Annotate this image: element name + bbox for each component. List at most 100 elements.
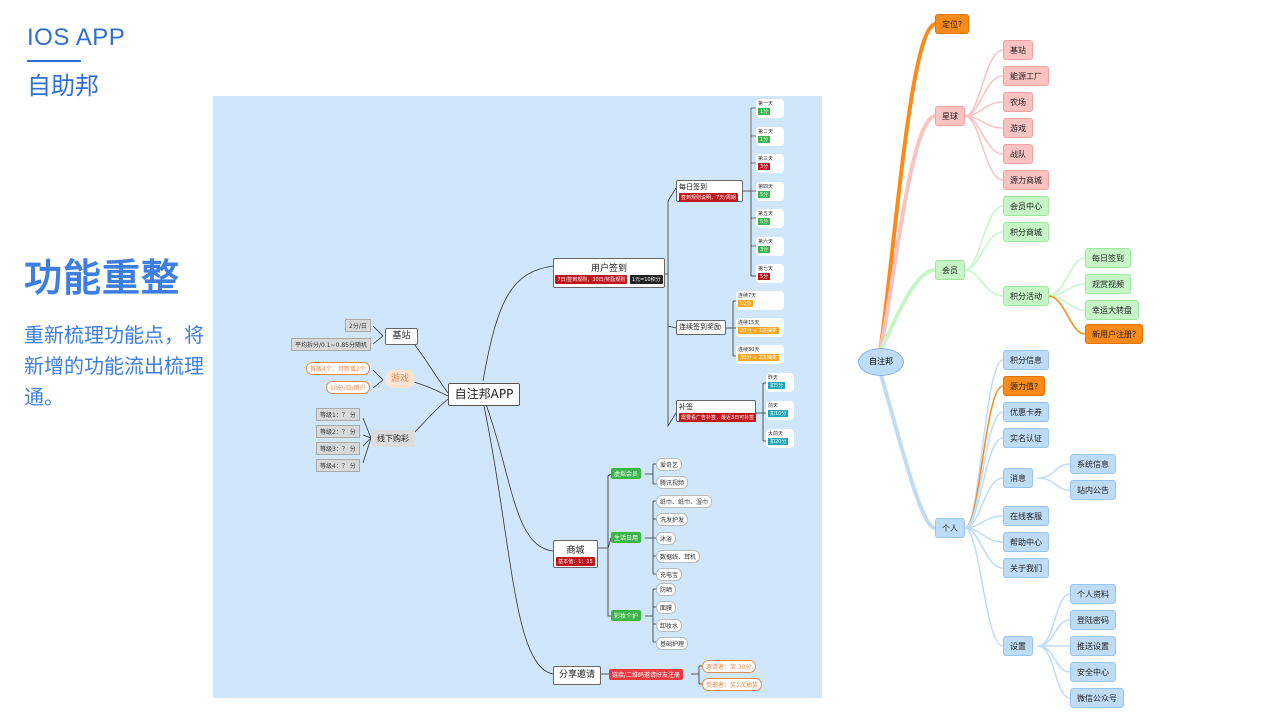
day-card-label: 第七天: [758, 266, 774, 272]
day-card-label: 第一天: [758, 101, 774, 107]
daily-signin-node: 每日签到 签到规则说明，7天/周期: [676, 180, 743, 202]
day-card-value: 5分: [758, 190, 771, 198]
mall-item: 爱奇艺: [656, 458, 683, 471]
mall-item: 面膜: [656, 601, 677, 614]
branch-geren: 个人: [935, 518, 965, 538]
activity-item: 每日签到: [1085, 248, 1131, 268]
day-card-value: 5分: [758, 273, 771, 280]
signin-label: 用户签到: [590, 264, 627, 274]
mall-item: 充电宝: [656, 568, 683, 581]
activity-item: 幸运大转盘: [1085, 300, 1139, 320]
makeup-card-label: 前天: [768, 403, 779, 409]
makeup-card: 昨天扣5分: [766, 373, 794, 392]
makeup-tag: 需要看广告补签，最近3日可补签: [679, 413, 757, 422]
huiyuan-item: 会员中心: [1003, 196, 1049, 216]
geren-item: 源力值?: [1003, 376, 1046, 396]
signin-node: 用户签到 7日/签到规则，30日/奖励规则 1元=10积分: [553, 258, 665, 288]
app-subtitle: 自助邦: [27, 72, 99, 100]
mall-group: 彩妆个护: [611, 610, 642, 621]
settings-sub-item: 推送设置: [1070, 636, 1116, 656]
settings-sub-item: 微信公众号: [1070, 688, 1124, 708]
branch-dingwei: 定位?: [935, 14, 970, 34]
activity-item: 观赏视频: [1085, 274, 1131, 294]
xingqiu-item: 农场: [1003, 92, 1033, 112]
invite-item: 受邀者：奖1次抽奖: [702, 678, 762, 691]
day-card-value: 5分: [758, 218, 771, 225]
right-root-node: 自注邦: [858, 348, 904, 376]
youxi-label: 游戏: [390, 374, 409, 384]
day-card-value: 3分: [758, 163, 771, 170]
right-mindmap: 自注邦 定位? 星球 会员 个人 基站 能源工厂 农场 游戏 战队 源力商城 会…: [840, 0, 1280, 720]
xingqiu-item: 战队: [1003, 144, 1033, 164]
invite-node: 分享邀请: [553, 666, 601, 685]
youxi-item: 首版4个，月新增2个: [306, 362, 370, 375]
right-root-label: 自注邦: [869, 357, 893, 366]
mall-item: 卸妆水: [656, 619, 683, 632]
makeup-card-value: 扣10分: [768, 410, 789, 417]
invite-label: 分享邀请: [558, 670, 595, 680]
day-card-label: 第二天: [758, 128, 774, 135]
day-card-label: 第四天: [758, 183, 774, 190]
mall-item: 基础护理: [656, 637, 689, 650]
geren-item: 关于我们: [1003, 558, 1049, 578]
center-root-label: 自注邦APP: [454, 387, 514, 401]
makeup-card: 前天扣10分: [766, 401, 794, 420]
makeup-card-value: 扣20分: [768, 438, 789, 445]
geren-item: 帮助中心: [1003, 532, 1049, 552]
mall-item: 纸巾、纸巾、湿巾: [656, 495, 713, 508]
settings-sub-item: 登陆密码: [1070, 610, 1116, 630]
mall-item: 数据线、耳机: [656, 550, 701, 563]
signin-rate-tag: 1元=10积分: [629, 275, 663, 284]
activity-node: 积分活动: [1003, 286, 1049, 306]
center-connectors: [362, 107, 766, 685]
jizhan-node: 基站: [385, 328, 418, 345]
makeup-label: 补签: [679, 403, 693, 411]
makeup-node: 补签 需要看广告补签，最近3日可补签: [676, 400, 757, 422]
daily-signin-label: 每日签到: [679, 183, 707, 191]
jizhan-label: 基站: [392, 331, 411, 341]
settings-sub-item: 安全中心: [1070, 662, 1116, 682]
branch-huiyuan: 会员: [935, 260, 965, 280]
mall-label: 商城: [566, 546, 585, 556]
mall-item: 洗发护发: [656, 513, 689, 526]
slide-description: 重新梳理功能点，将新增的功能流出梳理通。: [24, 323, 204, 409]
invite-tag: 链接/二维码邀请好友注册: [609, 669, 684, 680]
geren-item: 积分信息: [1003, 350, 1049, 370]
geren-item: 实名认证: [1003, 428, 1049, 448]
day-card-label: 第五天: [758, 211, 774, 217]
title-underline: [27, 60, 81, 62]
makeup-card-value: 扣5分: [768, 382, 786, 389]
jizhan-item: 平均拆分/0.1~0.85分随机: [291, 338, 371, 351]
branch-xingqiu: 星球: [935, 106, 965, 126]
youxi-node: 游戏: [385, 370, 415, 388]
xianxia-node: 线下购彩: [371, 430, 415, 447]
xingqiu-item: 能源工厂: [1003, 66, 1049, 86]
geren-item: 在线客服: [1003, 506, 1049, 526]
makeup-card: 大前天扣20分: [766, 429, 794, 448]
day-card-label: 第三天: [758, 156, 774, 162]
right-connectors: [878, 22, 1086, 699]
invite-item: 邀请者：奖 30分: [702, 660, 756, 673]
day-card-label: 第六天: [758, 238, 774, 245]
continuous-label: 连续签到奖励: [679, 323, 721, 331]
level-item: 等级1：？ 分: [316, 408, 360, 421]
level-item: 等级3：？ 分: [316, 442, 360, 455]
center-mindmap-panel: 自注邦APP 基站 2分/日 平均拆分/0.1~0.85分随机 游戏 首版4个，…: [213, 96, 822, 698]
message-sub-item: 系统信息: [1070, 454, 1116, 474]
continuous-card-label: 连续7天: [738, 293, 757, 299]
youxi-item: 10分/日/用户: [326, 381, 370, 394]
day-card-value: 1分: [758, 135, 771, 143]
daily-signin-tag: 签到规则说明，7天/周期: [679, 193, 738, 202]
continuous-card-label: 连续15天: [738, 320, 760, 326]
xingqiu-item: 基站: [1003, 40, 1033, 60]
settings-sub-item: 个人资料: [1070, 584, 1116, 604]
mall-tag: 基本值：1：15: [556, 557, 595, 566]
mall-item: 沐浴: [656, 532, 677, 545]
